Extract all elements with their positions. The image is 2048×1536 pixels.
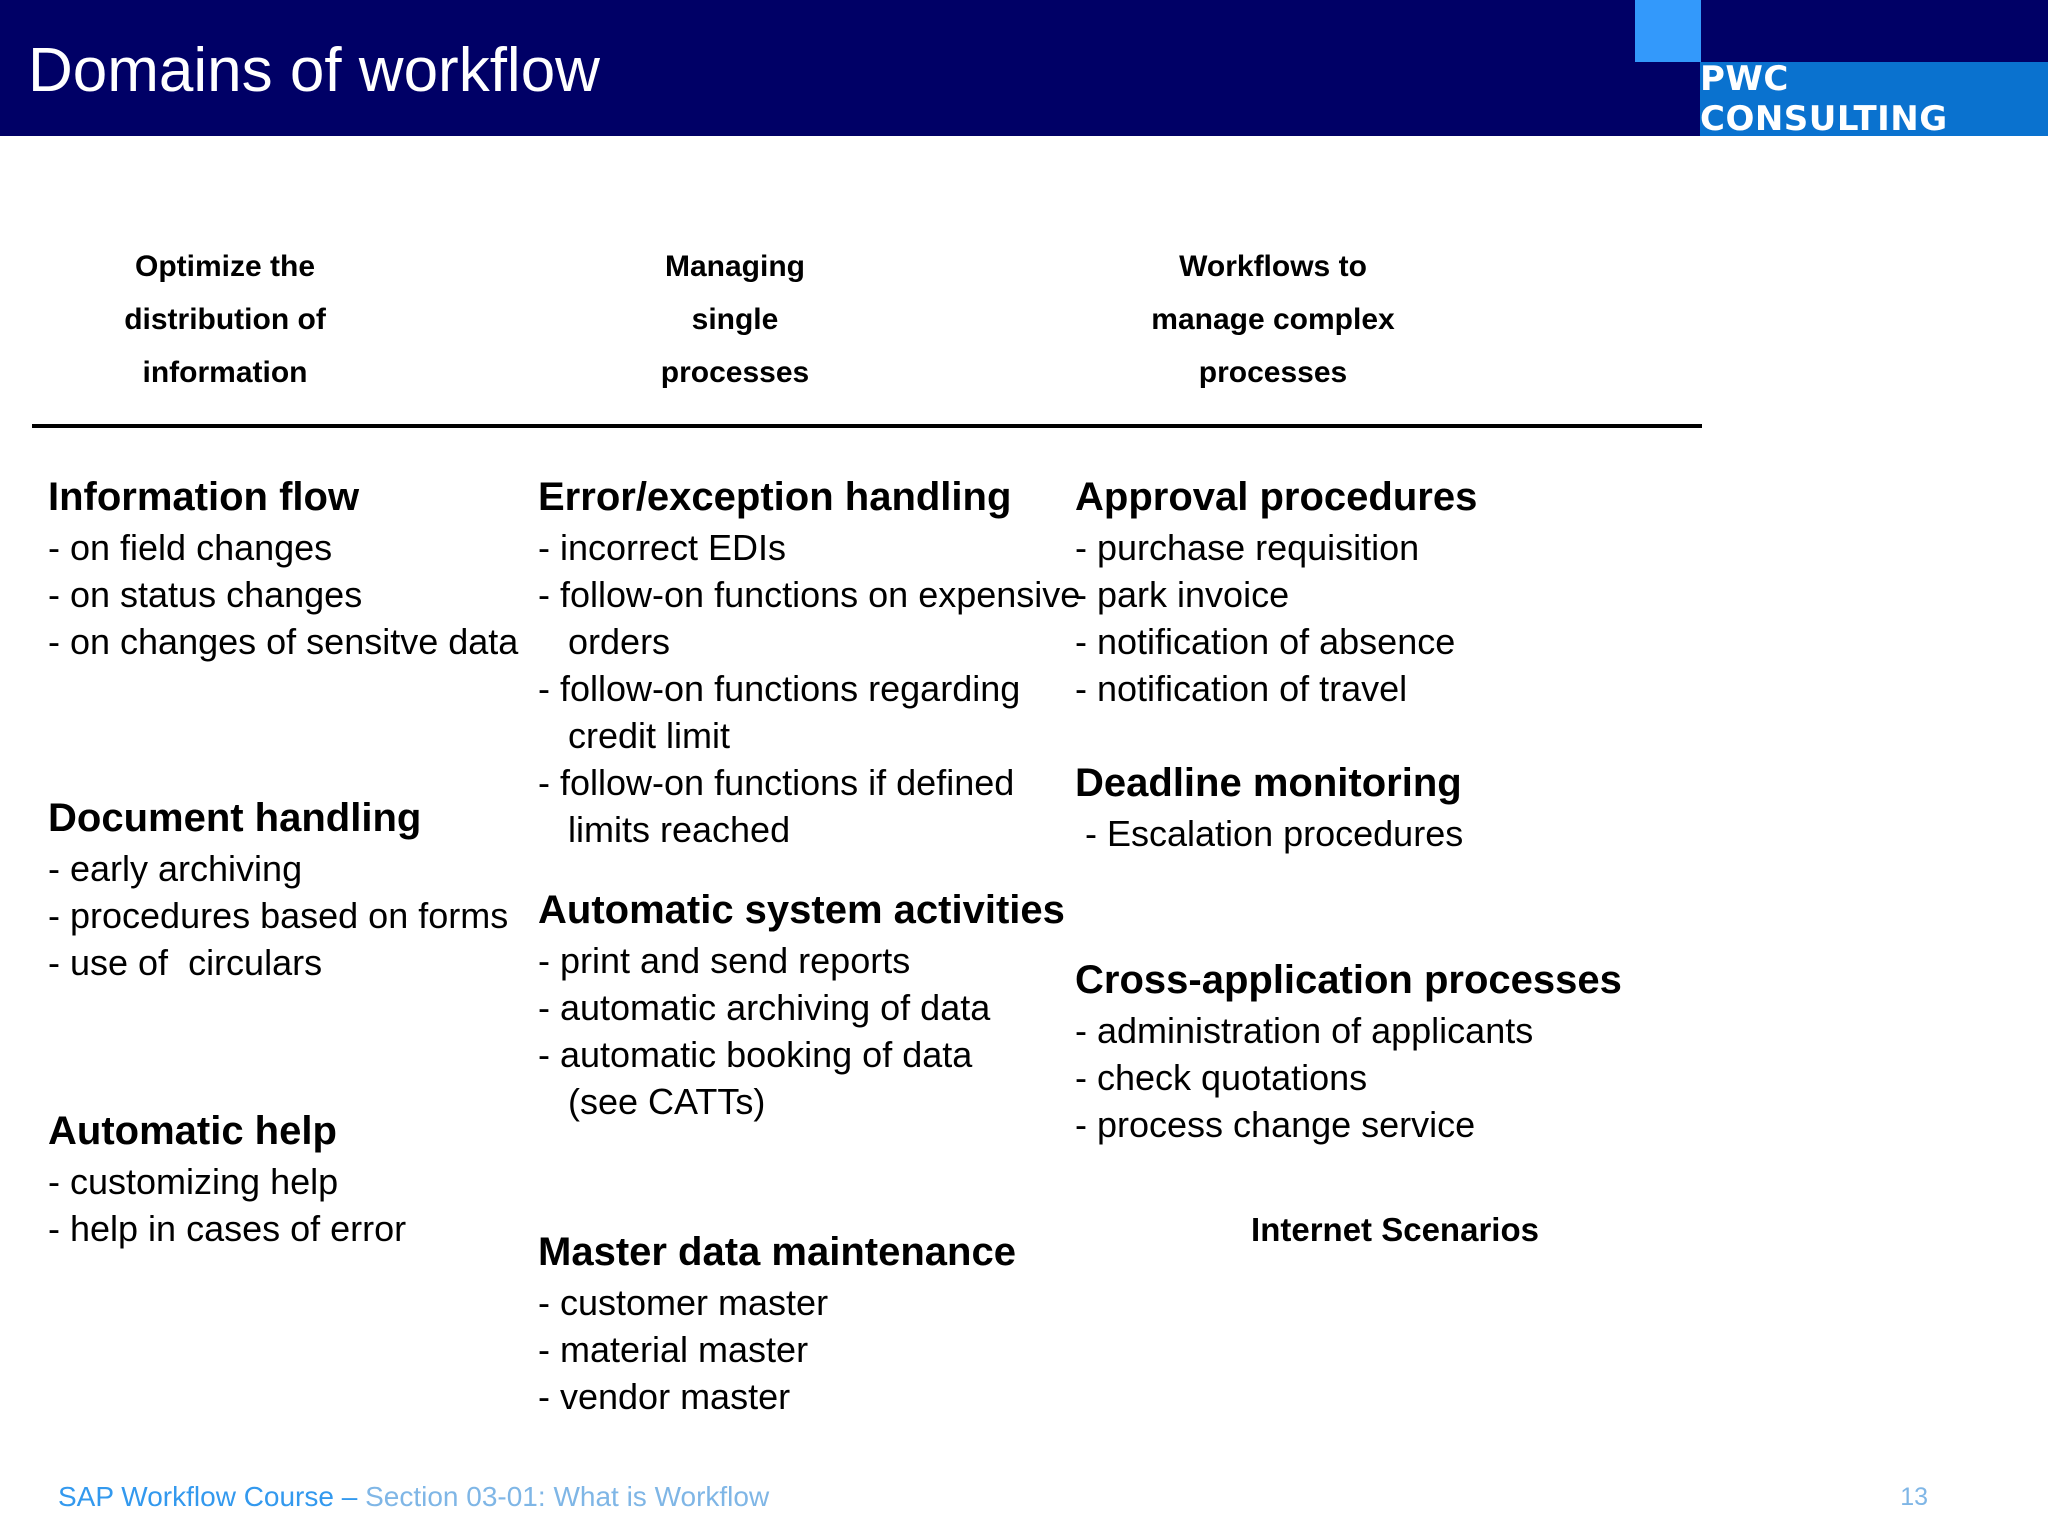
- column-header-3-line-2: manage complex: [1151, 303, 1395, 336]
- group-title: Cross-application processes: [1075, 958, 1622, 1002]
- list-item: - material master: [538, 1329, 809, 1370]
- page-title: Domains of workflow: [28, 36, 600, 105]
- list-item: - notification of travel: [1075, 668, 1408, 709]
- column-header-1: Optimize the distribution of information: [45, 240, 405, 399]
- column-header-1-line-1: Optimize the: [134, 250, 315, 283]
- list-item: - administration of applicants: [1075, 1010, 1534, 1051]
- column-header-2-line-1: Managing: [665, 250, 805, 283]
- column-header-1-line-2: distribution of: [124, 303, 326, 336]
- list-item: - follow-on functions if defined limits …: [538, 762, 1015, 850]
- content-column-3: Approval procedures - purchase requisiti…: [1075, 470, 1715, 1252]
- bullet-list: - purchase requisition - park invoice - …: [1075, 524, 1715, 712]
- group-deadline-monitoring: Deadline monitoring - Escalation procedu…: [1075, 756, 1715, 857]
- list-item: - early archiving: [48, 848, 303, 889]
- bullet-list: - early archiving - procedures based on …: [48, 845, 658, 986]
- list-item: - print and send reports: [538, 940, 911, 981]
- spacer: [1075, 857, 1715, 953]
- brand-accent-square: [1635, 0, 1701, 62]
- bullet-list: - print and send reports - automatic arc…: [538, 937, 1158, 1125]
- list-item: - automatic booking of data (see CATTs): [538, 1034, 973, 1122]
- list-item: - process change service: [1075, 1104, 1476, 1145]
- group-title: Error/exception handling: [538, 475, 1012, 519]
- group-automatic-help: Automatic help - customizing help - help…: [48, 1104, 658, 1252]
- footer-course-label: SAP Workflow Course –: [58, 1481, 366, 1512]
- spacer: [1075, 1148, 1715, 1208]
- group-cross-application-processes: Cross-application processes - administra…: [1075, 953, 1715, 1148]
- column-header-1-line-3: information: [142, 356, 308, 389]
- list-item: - purchase requisition: [1075, 527, 1420, 568]
- list-item: - park invoice: [1075, 574, 1290, 615]
- list-item: - customer master: [538, 1282, 829, 1323]
- bullet-list: - customer master - material master - ve…: [538, 1279, 1158, 1420]
- group-automatic-system-activities: Automatic system activities - print and …: [538, 883, 1158, 1125]
- group-document-handling: Document handling - early archiving - pr…: [48, 791, 658, 986]
- header-divider-rule: [32, 424, 1702, 428]
- spacer: [538, 1125, 1158, 1225]
- group-title: Master data maintenance: [538, 1230, 1016, 1274]
- column-header-2-line-2: single: [691, 303, 779, 336]
- group-error-exception-handling: Error/exception handling - incorrect EDI…: [538, 470, 1158, 853]
- list-item: - customizing help: [48, 1161, 339, 1202]
- list-item: - follow-on functions on expensive order…: [538, 574, 1081, 662]
- column-header-3: Workflows to manage complex processes: [1093, 240, 1453, 399]
- content-column-1: Information flow - on field changes - on…: [48, 470, 658, 1252]
- bullet-list: - administration of applicants - check q…: [1075, 1007, 1715, 1148]
- column-header-3-line-1: Workflows to: [1179, 250, 1367, 283]
- list-item: - on changes of sensitve data: [48, 621, 519, 662]
- spacer: [1075, 712, 1715, 756]
- group-master-data-maintenance: Master data maintenance - customer maste…: [538, 1225, 1158, 1420]
- group-title: Automatic system activities: [538, 888, 1065, 932]
- list-item: - on status changes: [48, 574, 363, 615]
- slide-title-bar: Domains of workflow PWC CONSULTING: [0, 0, 2048, 139]
- bullet-list: - customizing help - help in cases of er…: [48, 1158, 658, 1252]
- bullet-list: - incorrect EDIs - follow-on functions o…: [538, 524, 1158, 853]
- list-item: - use of circulars: [48, 942, 323, 983]
- spacer: [538, 853, 1158, 883]
- group-title: Document handling: [48, 796, 422, 840]
- list-item: - help in cases of error: [48, 1208, 407, 1249]
- list-item: - on field changes: [48, 527, 333, 568]
- list-item: - automatic archiving of data: [538, 987, 991, 1028]
- group-title: Information flow: [48, 475, 360, 519]
- group-information-flow: Information flow - on field changes - on…: [48, 470, 658, 665]
- list-item: - check quotations: [1075, 1057, 1368, 1098]
- group-approval-procedures: Approval procedures - purchase requisiti…: [1075, 470, 1715, 712]
- list-item: - incorrect EDIs: [538, 527, 787, 568]
- list-item: - notification of absence: [1075, 621, 1456, 662]
- list-item: - Escalation procedures: [1075, 813, 1464, 854]
- column-header-3-line-3: processes: [1198, 356, 1348, 389]
- group-title: Automatic help: [48, 1109, 337, 1153]
- list-item: - follow-on functions regarding credit l…: [538, 668, 1021, 756]
- bullet-list: - Escalation procedures: [1075, 810, 1715, 857]
- column-header-2-line-3: processes: [660, 356, 810, 389]
- brand-logo-band: PWC CONSULTING: [1700, 59, 2048, 139]
- column-header-2: Managing single processes: [555, 240, 915, 399]
- list-item: - vendor master: [538, 1376, 791, 1417]
- list-item: - procedures based on forms: [48, 895, 509, 936]
- page-number: 13: [1900, 1483, 1928, 1511]
- group-title: Deadline monitoring: [1075, 761, 1462, 805]
- brand-logo-text: PWC CONSULTING: [1700, 59, 1948, 139]
- footer-section-label: Section 03-01: What is Workflow: [365, 1481, 770, 1512]
- internet-scenarios-note: Internet Scenarios: [1251, 1211, 1539, 1248]
- bullet-list: - on field changes - on status changes -…: [48, 524, 658, 665]
- group-title: Approval procedures: [1075, 475, 1478, 519]
- slide-footer: SAP Workflow Course – Section 03-01: Wha…: [58, 1480, 769, 1514]
- content-column-2: Error/exception handling - incorrect EDI…: [538, 470, 1158, 1420]
